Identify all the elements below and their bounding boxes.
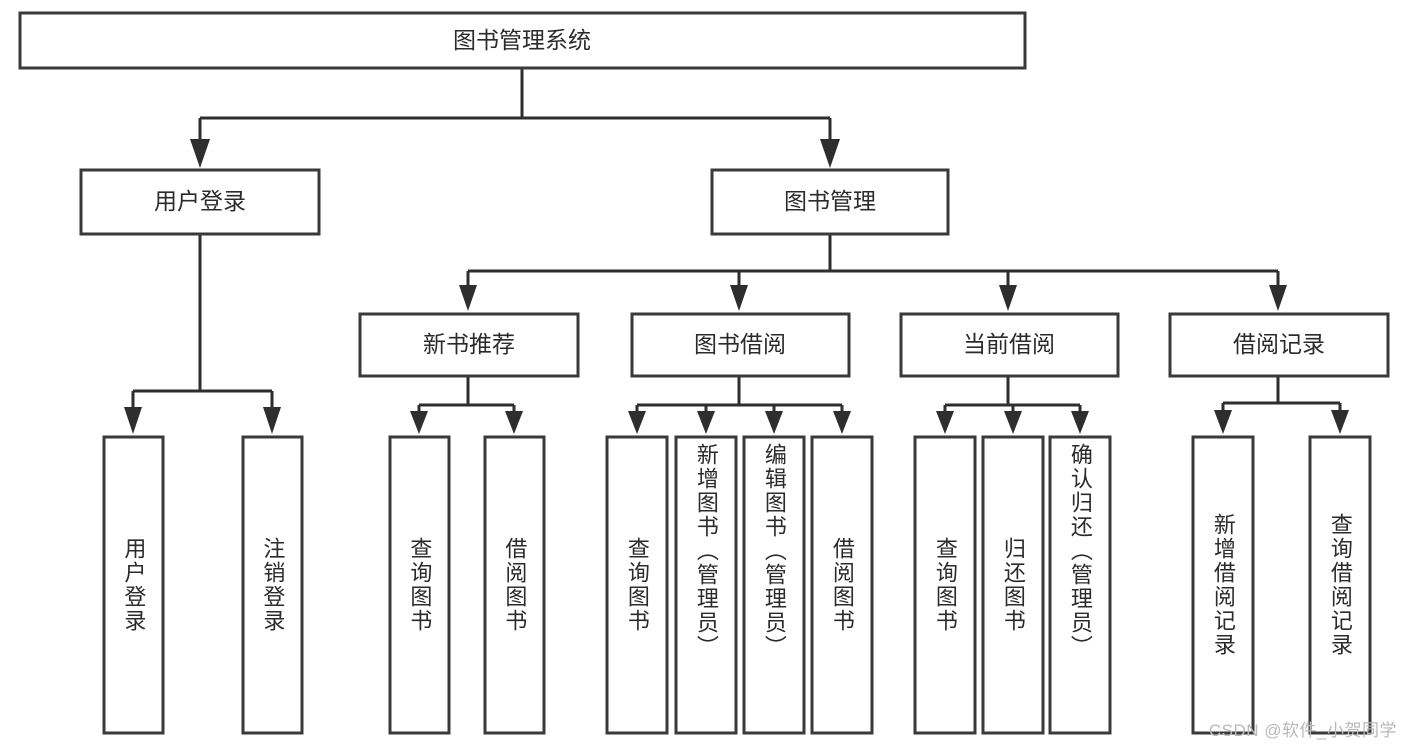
connector-group-user-login xyxy=(124,234,281,434)
leaf-box-query-book-current[interactable] xyxy=(913,435,977,735)
connector-group-current-borrow xyxy=(936,376,1089,434)
node-current-borrow-label: 当前借阅 xyxy=(963,331,1055,357)
connector-group-new-book-recommend xyxy=(410,376,523,434)
leaf-box-borrow-book[interactable] xyxy=(810,435,874,735)
leaf-box-borrow-book-recommend[interactable] xyxy=(483,435,546,735)
arrow-head-leaf-borrow-book-recommend xyxy=(505,411,523,434)
arrow-head-leaf-user-logout xyxy=(263,407,281,434)
node-book-management[interactable]: 图书管理 xyxy=(710,168,950,236)
arrow-head-leaf-borrow-book xyxy=(833,411,851,434)
arrow-head-leaf-return-book xyxy=(1004,411,1022,434)
arrow-head-new-book-recommend xyxy=(459,285,477,311)
node-new-book-recommend-label: 新书推荐 xyxy=(423,331,515,357)
arrow-head-user-login xyxy=(190,139,210,168)
connector-group-root xyxy=(190,68,840,168)
leaf-box-user-logout[interactable] xyxy=(241,435,304,735)
arrow-head-leaf-edit-book-admin xyxy=(765,411,783,434)
node-user-login-label: 用户登录 xyxy=(154,188,246,214)
connector-group-borrow-record xyxy=(1214,376,1349,434)
arrow-head-leaf-query-book-recommend xyxy=(410,411,428,434)
leaf-box-confirm-return-admin[interactable] xyxy=(1048,435,1112,735)
node-book-management-label: 图书管理 xyxy=(784,188,876,214)
node-root-label: 图书管理系统 xyxy=(453,27,591,53)
node-new-book-recommend-box[interactable] xyxy=(358,312,580,378)
node-root-box[interactable] xyxy=(18,11,1027,70)
node-book-borrow[interactable]: 图书借阅 xyxy=(630,312,851,378)
leaf-box-add-borrow-record[interactable] xyxy=(1191,435,1255,735)
node-new-book-recommend[interactable]: 新书推荐 xyxy=(358,312,580,378)
leaf-box-user-login[interactable] xyxy=(102,435,165,735)
node-current-borrow[interactable]: 当前借阅 xyxy=(899,312,1120,378)
leaf-box-query-book-borrow[interactable] xyxy=(605,435,669,735)
leaf-box-query-book-recommend[interactable] xyxy=(388,435,451,735)
csdn-watermark: CSDN @软件_小贺同学 xyxy=(1208,721,1397,740)
node-book-management-box[interactable] xyxy=(710,168,950,236)
node-book-borrow-label: 图书借阅 xyxy=(694,331,786,357)
arrow-head-leaf-query-borrow-record xyxy=(1331,410,1349,434)
arrow-head-leaf-query-book-borrow xyxy=(628,411,646,434)
arrow-head-current-borrow xyxy=(999,285,1017,311)
arrow-head-book-borrow xyxy=(730,285,748,311)
node-root[interactable]: 图书管理系统 xyxy=(18,11,1027,70)
node-borrow-record[interactable]: 借阅记录 xyxy=(1168,312,1390,378)
arrow-head-leaf-query-book-current xyxy=(936,411,954,434)
leaf-box-add-book-admin[interactable] xyxy=(674,435,738,735)
arrow-head-leaf-user-login xyxy=(124,407,142,434)
node-book-borrow-box[interactable] xyxy=(630,312,851,378)
arrow-head-borrow-record xyxy=(1269,285,1287,311)
node-user-login-box[interactable] xyxy=(79,168,321,236)
leaf-box-return-book[interactable] xyxy=(981,435,1045,735)
connector-group-book-borrow xyxy=(628,376,851,434)
connector-group-book-management xyxy=(459,234,1287,311)
arrow-head-leaf-add-book-admin xyxy=(697,411,715,434)
node-borrow-record-label: 借阅记录 xyxy=(1233,331,1325,357)
node-current-borrow-box[interactable] xyxy=(899,312,1120,378)
leaf-box-edit-book-admin[interactable] xyxy=(742,435,806,735)
node-user-login[interactable]: 用户登录 xyxy=(79,168,321,236)
leaf-boxes-group xyxy=(102,435,1372,735)
arrow-head-leaf-add-borrow-record xyxy=(1214,410,1232,434)
node-borrow-record-box[interactable] xyxy=(1168,312,1390,378)
arrow-head-leaf-confirm-return-admin xyxy=(1071,411,1089,434)
leaf-box-query-borrow-record[interactable] xyxy=(1308,435,1372,735)
arrow-head-book-management xyxy=(820,139,840,168)
